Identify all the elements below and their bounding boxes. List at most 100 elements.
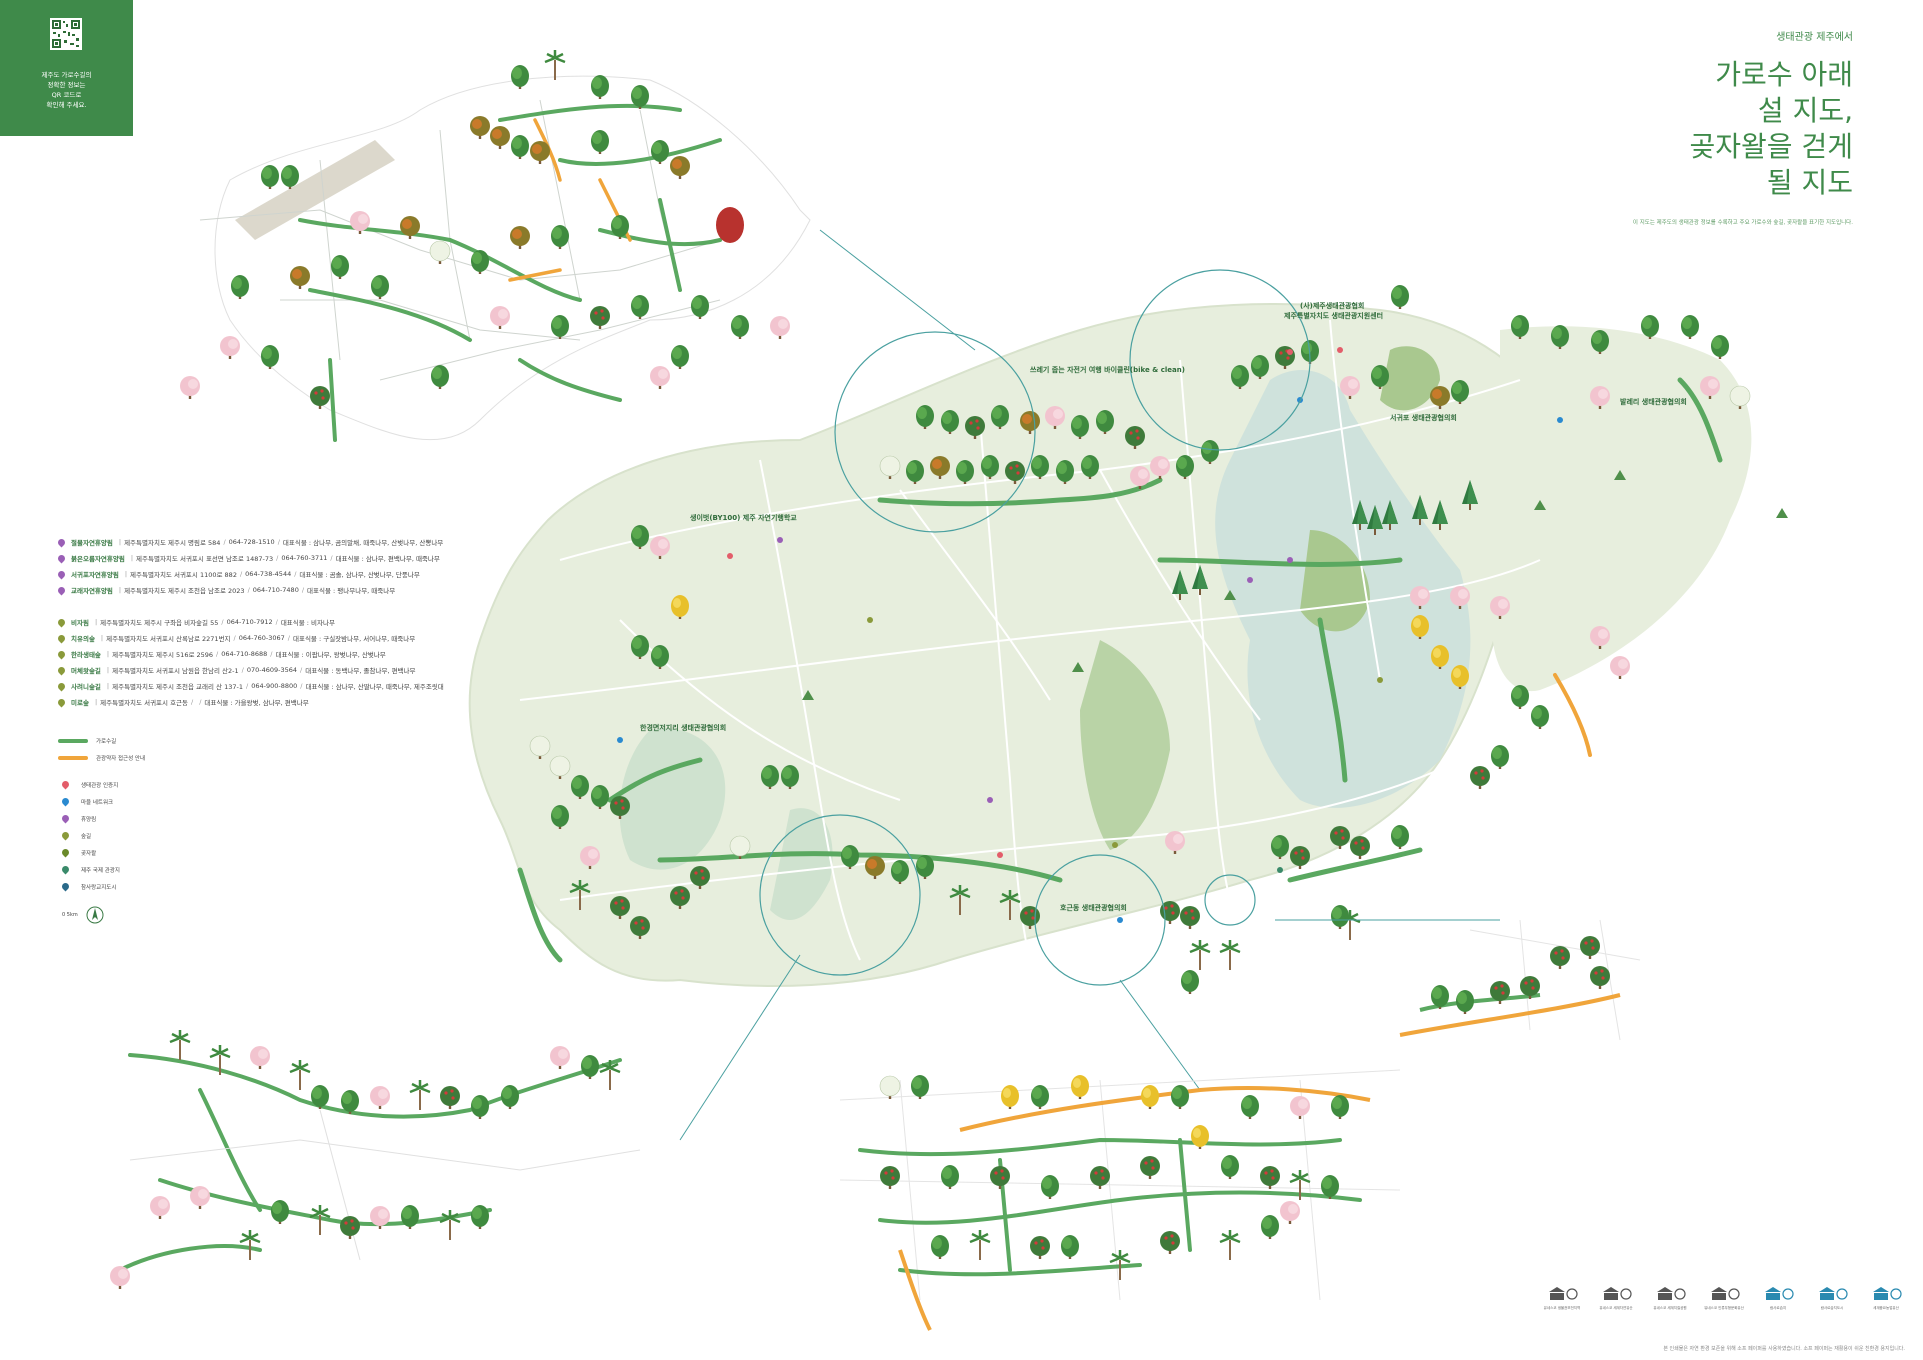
place-trees: 대표식물 : 구실잣밤나무, 서어나무, 때죽나무 [292,635,416,643]
separator: | [130,554,134,562]
place-pin-icon [56,569,67,579]
place-trees: 대표식물 : 비자나무 [280,619,335,627]
legend-marker-item: 곶자왈 [58,844,145,861]
marker-label: 마을 네트워크 [81,799,114,806]
map-subtitle: 생태관광 제주에서 [1776,32,1853,43]
map-title-line-4: 될 지도 [1766,166,1853,199]
label-school: 생이벗(BY100) 제주 자연기행학교 [690,513,797,522]
route-swatch [58,738,88,743]
separator: / [270,650,273,658]
separator: / [294,570,297,578]
place-item: 서귀포자연휴양림|제주특별자치도 서귀포시 1100로 882/064-738-… [56,566,444,582]
marker-pin-icon [60,830,71,841]
inset-southwest [110,1028,641,1289]
place-item: 한라생태숲|제주특별자치도 제주시 516로 2596/064-710-8688… [56,646,444,662]
separator: | [94,618,98,626]
place-item: 치유의숲|제주특별자치도 서귀포시 산록남로 2271번지/064-760-30… [56,630,444,646]
legend-route: 가로수길 [58,732,145,749]
separator: / [300,666,303,674]
place-trees: 대표식물 : 이팝나무, 왕벚나무, 산벚나무 [275,651,386,659]
zoom-circle-south [759,814,921,976]
map-description: 이 지도는 제주도의 생태관광 정보를 수록하고 주요 가로수와 숲길, 곶자왈… [1632,220,1853,226]
map-title-line-1: 가로수 아래 [1715,58,1853,91]
unesco-emblem-icon [1657,1287,1686,1300]
scale-bar: 0 5km [62,906,104,924]
legend-marker-item: 마을 네트워크 [58,793,145,810]
place-item: 사려니숲길|제주특별자치도 제주시 조천읍 교래리 산 137-1/064-90… [56,678,444,694]
place-item: 머체왓숲길|제주특별자치도 서귀포시 남원읍 한남리 산2-1/070-4609… [56,662,444,678]
partner-label: 유네스코 생물권보전지역 [1543,1306,1581,1310]
access-route-east [1553,673,1592,757]
partner-logo: 람사르습지 [1756,1285,1800,1311]
place-phone: 064-900-8800 [251,682,298,690]
separator: / [216,650,219,658]
place-phone: 064-728-1510 [228,538,275,546]
access-swatch [58,755,88,760]
place-address: 제주특별자치도 서귀포시 1100로 882 [130,571,237,579]
separator: | [94,698,98,706]
place-item: 붉은오름자연휴양림|제주특별자치도 서귀포시 표선면 남조로 1487-73/0… [56,550,444,566]
footnote: 본 인쇄물은 자연 환경 보존을 위해 소프 페이퍼를 사용하였습니다. 소프 … [1663,1346,1905,1352]
title-block: 생태관광 제주에서 가로수 아래 설 지도, 곶자왈을 걷게 될 지도 이 지도… [1593,28,1853,227]
airport-runway [235,140,395,240]
place-pin-icon [56,649,67,659]
place-trees: 대표식물 : 삼나무, 곰의말채, 때죽나무, 산벚나무, 산뽕나무 [282,539,444,547]
inset-east-coast [1399,919,1641,1041]
label-npo1: (사)제주생태관광협회 [1300,301,1364,310]
place-trees: 대표식물 : 동백나무, 졸참나무, 편백나무 [305,667,416,675]
place-item: 절물자연휴양림|제주특별자치도 제주시 명림로 584/064-728-1510… [56,534,444,550]
marker-pin-icon [60,864,71,875]
label-sangdol: 서귀포 생태관광협의회 [1390,413,1457,422]
separator: | [106,682,110,690]
place-name: 치유의숲 [71,635,95,643]
place-name: 교래자연휴양림 [71,587,113,595]
label-south: 호근동 생태관광협의회 [1060,903,1127,912]
separator: / [246,682,249,690]
place-name: 절물자연휴양림 [71,539,113,547]
place-item: 미로숲|제주특별자치도 서귀포시 호근동//대표식물 : 가을왕벚, 삼나무, … [56,694,444,710]
partner-label: 유네스코 세계자연유산 [1599,1306,1633,1310]
place-item: 비자림|제주특별자치도 제주시 구좌읍 비자숲길 55/064-710-7912… [56,614,444,630]
place-trees: 대표식물 : 가을왕벚, 삼나무, 편백나무 [204,699,309,707]
separator: / [287,634,290,642]
north-arrow-icon [86,906,104,924]
place-name: 머체왓숲길 [71,667,101,675]
separator: | [118,586,122,594]
separator: / [199,698,202,706]
partner-logo: 유네스코 세계자연유산 [1594,1285,1638,1311]
inset-seogwipo [839,1069,1401,1331]
place-phone: 064-710-7912 [226,618,273,626]
marker-pin-icon [60,813,71,824]
place-phone: 064-738-4544 [245,570,292,578]
separator: / [277,538,280,546]
place-pin-icon [56,585,67,595]
separator: / [330,554,333,562]
partner-label: 람사르습지 [1769,1306,1787,1310]
place-address: 제주특별자치도 제주시 구좌읍 비자숲길 55 [100,619,219,627]
place-trees: 대표식물 : 곰솔, 삼나무, 산벚나무, 단풍나무 [299,571,420,579]
zoom-circle-northeast [1129,269,1311,451]
unesco-emblem-icon [1765,1287,1794,1300]
place-address: 제주특별자치도 제주시 516로 2596 [112,651,214,659]
place-phone: 064-710-8688 [221,650,268,658]
route-north [877,477,1163,507]
partner-logo: 람사르습지도시 [1810,1285,1854,1311]
separator: / [239,570,243,578]
separator: / [241,666,244,674]
label-npo1b: 제주특별자치도 생태관광지원센터 [1284,311,1383,320]
qr-code-icon[interactable] [50,18,82,50]
place-address: 제주특별자치도 서귀포시 산록남로 2271번지 [106,635,231,643]
marker-pin-icon [60,847,71,858]
separator: / [301,586,305,594]
place-trees: 대표식물 : 삼나무, 편백나무, 때죽나무 [335,555,440,563]
place-address: 제주특별자치도 제주시 조천읍 남조로 2023 [124,587,245,595]
partner-label: 유네스코 인류무형문화유산 [1704,1306,1744,1310]
separator: / [247,586,250,594]
qr-code-panel[interactable]: 제주도 가로수길의 정확한 정보는 QR 코드로 확인해 주세요. [0,0,133,136]
map-title-line-3: 곶자왈을 걷게 [1689,130,1853,163]
zoom-circle-north [834,331,1036,533]
separator: / [221,618,224,626]
separator: | [106,650,110,658]
